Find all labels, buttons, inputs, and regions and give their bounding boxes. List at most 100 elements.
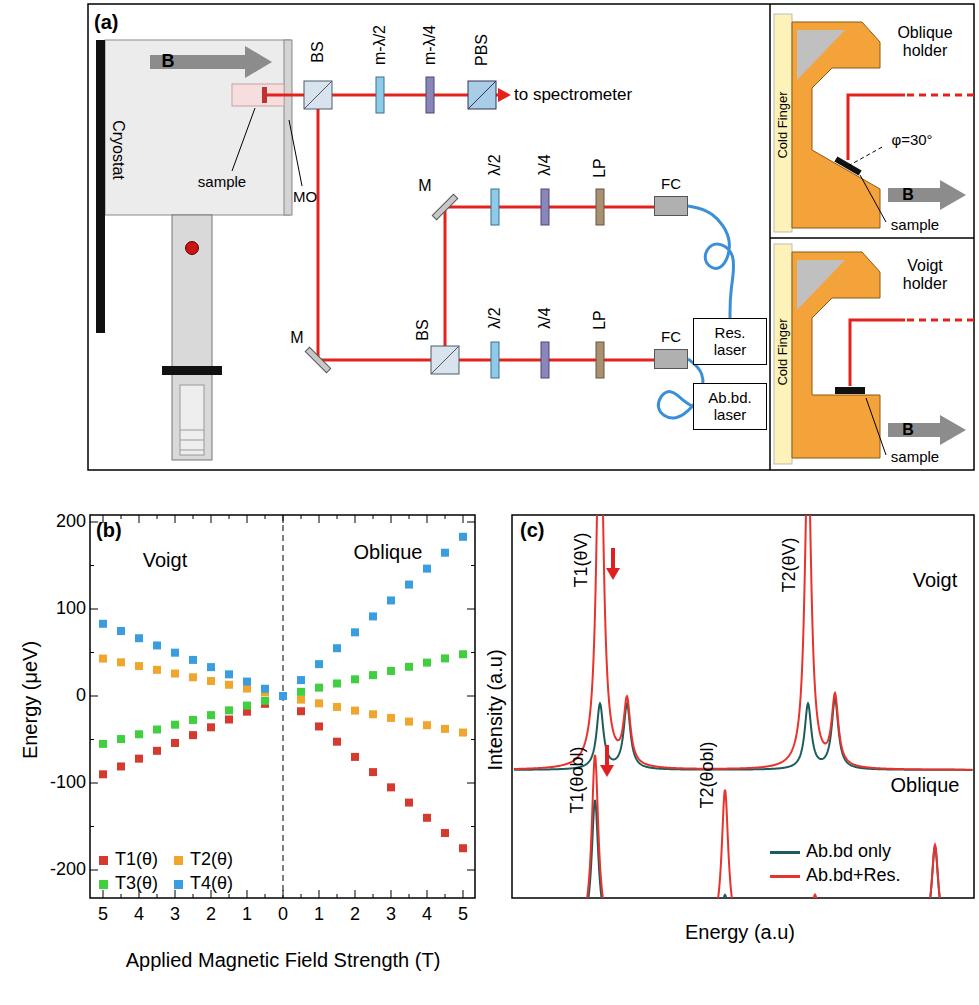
legend-swatch — [99, 856, 108, 865]
data-point — [117, 762, 125, 770]
holder-title: Voigt holder — [885, 257, 965, 292]
axis-title: Energy (a.u) — [685, 921, 795, 943]
panel-letter: (c) — [520, 519, 544, 541]
panel-frame — [88, 4, 974, 898]
data-point — [441, 549, 449, 557]
zeeman-plot — [467, 609, 475, 610]
zeeman-plot — [337, 515, 338, 519]
zeeman-plot — [463, 890, 464, 898]
legend-text: Ab.bd+Res. — [806, 866, 901, 886]
data-point — [387, 714, 395, 722]
data-point — [369, 612, 377, 620]
tick-label: 200 — [56, 512, 86, 532]
data-point — [315, 722, 323, 730]
legend-swatch — [174, 880, 183, 889]
data-point — [369, 671, 377, 679]
spectrum — [514, 515, 973, 898]
component-label: λ/2 — [486, 154, 504, 175]
optical-component — [305, 347, 330, 372]
legend-text: T1(θ) — [115, 850, 158, 870]
zeeman-plot — [229, 515, 230, 519]
zeeman-plot — [471, 826, 475, 827]
optical-component — [596, 342, 604, 378]
data-point — [99, 692, 467, 852]
fiber-connector-body — [654, 349, 688, 369]
legend-swatch — [174, 856, 183, 865]
geometry-label: Voigt — [143, 549, 187, 571]
voigt-holder — [905, 319, 974, 322]
zeeman-plot — [121, 894, 122, 898]
oblique-holder — [774, 14, 792, 232]
component-label: λ/4 — [536, 154, 554, 175]
peak-label: T1(θV) — [572, 532, 592, 587]
resonant-arrow — [600, 548, 620, 777]
data-point — [405, 581, 413, 589]
voigt-holder — [835, 387, 865, 394]
data-point — [315, 660, 323, 668]
data-point — [279, 692, 287, 700]
data-point — [243, 685, 251, 693]
laser-beam — [498, 88, 511, 102]
laser-box: Res. laser — [693, 318, 767, 365]
data-point — [279, 692, 287, 700]
data-point — [441, 725, 449, 733]
zeeman-plot — [90, 609, 98, 610]
zeeman-plot — [247, 515, 248, 523]
tick-label: 3 — [170, 905, 180, 925]
geometry-label: Oblique — [354, 541, 423, 563]
data-point — [387, 667, 395, 675]
optical-component — [431, 346, 459, 374]
zeeman-plot — [157, 515, 158, 519]
zeeman-plot — [319, 515, 320, 523]
legend-text: T3(θ) — [115, 874, 158, 894]
data-point — [99, 740, 107, 748]
sample-label: sample — [891, 217, 939, 234]
tick-label: 100 — [56, 599, 86, 619]
field-label: B — [162, 52, 175, 72]
data-point — [441, 654, 449, 662]
laser-beam — [267, 88, 654, 360]
zeeman-plot — [409, 515, 410, 519]
tick-label: 5 — [458, 905, 468, 925]
data-point — [171, 721, 179, 729]
resonant-arrow — [611, 548, 615, 570]
zeeman-plot — [90, 739, 94, 740]
zeeman-plot — [121, 515, 122, 519]
oblique-holder — [848, 146, 884, 166]
resonant-arrow — [600, 765, 614, 777]
component-label: m-λ/2 — [371, 25, 389, 65]
field-label: B — [902, 186, 914, 204]
zeeman-plot — [471, 739, 475, 740]
cryostat-label: Cryostat — [109, 120, 127, 180]
zeeman-plot — [301, 894, 302, 898]
voigt-holder — [774, 244, 792, 464]
zeeman-plot — [445, 515, 446, 519]
data-point — [171, 739, 179, 747]
zeeman-plot — [463, 515, 464, 523]
tick-label: 4 — [134, 905, 144, 925]
legend-text: T2(θ) — [190, 850, 233, 870]
zeeman-plot — [265, 515, 266, 519]
zeeman-plot — [175, 890, 176, 898]
zeeman-plot — [193, 894, 194, 898]
oblique-holder — [905, 94, 974, 97]
tick-label: -100 — [50, 773, 86, 793]
cryostat — [180, 440, 204, 441]
axis-title: Applied Magnetic Field Strength (T) — [126, 949, 441, 971]
data-point — [423, 565, 431, 573]
data-point — [261, 697, 269, 705]
oblique-holder — [848, 95, 905, 160]
cryostat — [162, 366, 222, 375]
zeeman-plot — [90, 696, 98, 697]
data-point — [405, 663, 413, 671]
data-point — [423, 721, 431, 729]
data-point — [369, 710, 377, 718]
optical-component — [432, 194, 457, 219]
tick-label: 3 — [386, 905, 396, 925]
data-point — [207, 677, 215, 685]
laser-beam — [445, 207, 654, 360]
voigt-holder — [774, 244, 974, 464]
oblique-holder — [774, 14, 974, 232]
cold-finger-label: Cold Finger — [776, 91, 790, 158]
